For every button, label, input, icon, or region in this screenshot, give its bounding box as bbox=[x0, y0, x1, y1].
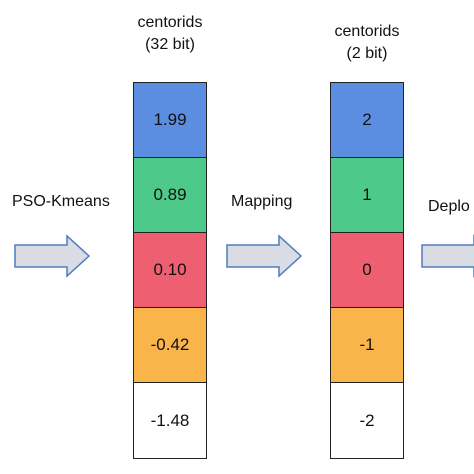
centroid-cell: -2 bbox=[331, 383, 403, 458]
centroid-cell: 2 bbox=[331, 83, 403, 158]
centroid-cell: -0.42 bbox=[134, 308, 206, 383]
centroids-2bit-column: 2 1 0 -1 -2 bbox=[330, 82, 404, 459]
centroid-cell: 0.10 bbox=[134, 233, 206, 308]
column-title-line1: centorids bbox=[334, 23, 400, 40]
centroid-cell: 1 bbox=[331, 158, 403, 233]
deploy-label: Deplo bbox=[428, 198, 470, 215]
centroid-cell: 0 bbox=[331, 233, 403, 308]
centroids-32bit-title: centorids (32 bit) bbox=[120, 12, 220, 56]
centroid-cell: -1.48 bbox=[134, 383, 206, 458]
right-arrow-icon bbox=[226, 234, 303, 278]
centroid-cell: 1.99 bbox=[134, 83, 206, 158]
column-title-line1: centorids bbox=[137, 14, 203, 31]
column-title-line2: (2 bit) bbox=[346, 45, 388, 62]
column-title-line2: (32 bit) bbox=[145, 36, 195, 53]
centroids-2bit-title: centorids (2 bit) bbox=[317, 21, 417, 65]
right-arrow-icon bbox=[421, 234, 474, 278]
centroid-cell: 0.89 bbox=[134, 158, 206, 233]
centroid-cell: -1 bbox=[331, 308, 403, 383]
right-arrow-icon bbox=[14, 234, 91, 278]
mapping-label: Mapping bbox=[231, 193, 293, 210]
pso-kmeans-label: PSO-Kmeans bbox=[12, 193, 110, 210]
centroids-32bit-column: 1.99 0.89 0.10 -0.42 -1.48 bbox=[133, 82, 207, 459]
